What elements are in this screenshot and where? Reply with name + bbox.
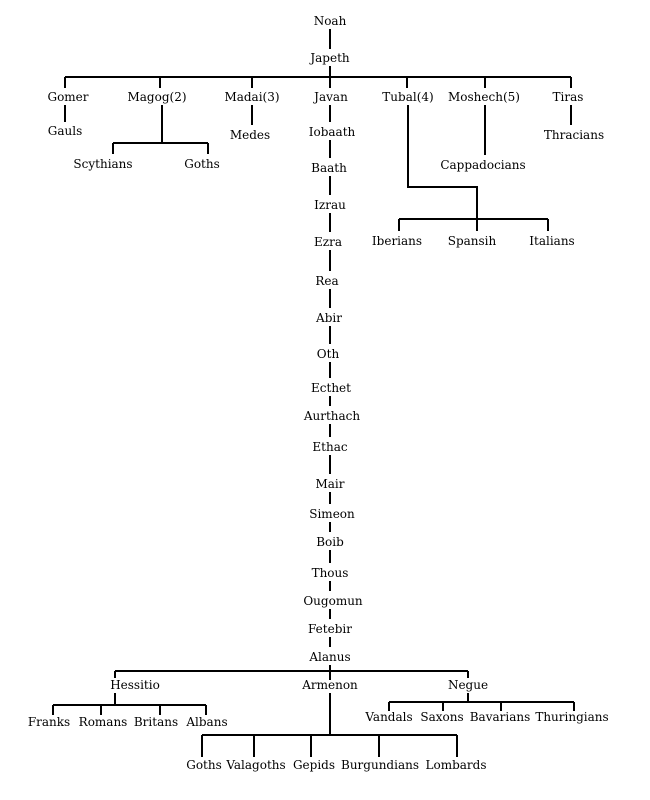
node-moshech: Moshech(5) <box>448 90 520 104</box>
node-madai: Madai(3) <box>224 90 279 104</box>
node-gomer: Gomer <box>47 90 88 104</box>
node-abir: Abir <box>315 311 342 325</box>
node-gauls: Gauls <box>48 124 82 138</box>
node-medes: Medes <box>230 128 270 142</box>
node-iobaath: Iobaath <box>309 125 356 139</box>
node-hessitio: Hessitio <box>110 678 160 692</box>
node-thous: Thous <box>312 566 349 580</box>
node-romans: Romans <box>79 715 128 729</box>
node-gepids: Gepids <box>293 758 335 772</box>
node-thracians: Thracians <box>544 128 604 142</box>
node-goths1: Goths <box>184 157 220 171</box>
node-burgundians: Burgundians <box>341 758 419 772</box>
node-armenon: Armenon <box>301 678 358 692</box>
node-mair: Mair <box>315 477 344 491</box>
node-franks: Franks <box>28 715 70 729</box>
node-ougomun: Ougomun <box>303 594 363 608</box>
node-scythians: Scythians <box>73 157 132 171</box>
node-ecthet: Ecthet <box>311 381 351 395</box>
node-cappadocians: Cappadocians <box>440 158 525 172</box>
node-tubal: Tubal(4) <box>382 90 433 104</box>
node-alanus: Alanus <box>308 650 350 664</box>
node-oth: Oth <box>317 347 340 361</box>
node-ethac: Ethac <box>312 440 347 454</box>
node-iberians: Iberians <box>372 234 422 248</box>
node-javan: Javan <box>312 90 348 104</box>
node-simeon: Simeon <box>309 507 355 521</box>
node-spansih: Spansih <box>448 234 497 248</box>
node-bavarians: Bavarians <box>470 710 531 724</box>
node-britans: Britans <box>134 715 178 729</box>
node-tiras: Tiras <box>553 90 584 104</box>
node-aurthach: Aurthach <box>303 409 361 423</box>
node-japeth: Japeth <box>308 51 350 65</box>
node-rea: Rea <box>315 274 338 288</box>
node-saxons: Saxons <box>420 710 463 724</box>
node-lombards: Lombards <box>426 758 487 772</box>
node-goths2: Goths <box>186 758 222 772</box>
node-vandals: Vandals <box>364 710 412 724</box>
node-thuringians: Thuringians <box>535 710 608 724</box>
node-fetebir: Fetebir <box>308 622 352 636</box>
node-valagoths: Valagoths <box>225 758 285 772</box>
node-boib: Boib <box>316 535 344 549</box>
node-albans: Albans <box>185 715 227 729</box>
node-italians: Italians <box>529 234 574 248</box>
node-izrau: Izrau <box>314 198 346 212</box>
node-baath: Baath <box>311 161 347 175</box>
node-magog: Magog(2) <box>127 90 186 104</box>
node-ezra: Ezra <box>314 235 342 249</box>
node-negue: Negue <box>448 678 488 692</box>
node-noah: Noah <box>314 14 347 28</box>
connector-line <box>407 105 478 231</box>
